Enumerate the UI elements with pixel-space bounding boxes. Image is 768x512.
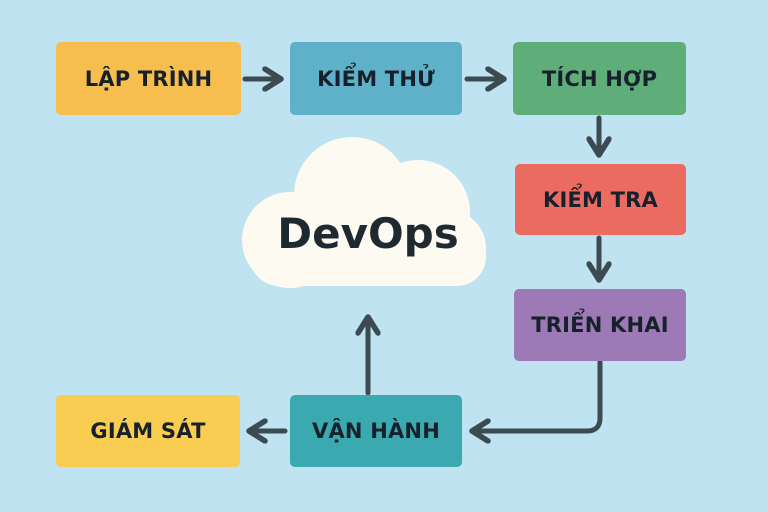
step-operate-label: VẬN HÀNH: [312, 419, 440, 443]
arrow-deploy-to-operate: [472, 359, 603, 431]
step-code-label: LẬP TRÌNH: [84, 66, 213, 91]
step-verify-label: KIỂM TRA: [543, 187, 658, 212]
step-code: LẬP TRÌNH: [56, 42, 241, 115]
step-test-label: KIỂM THỬ: [317, 66, 435, 91]
step-verify: KIỂM TRA: [515, 164, 686, 235]
step-deploy: TRIỂN KHAI: [514, 289, 686, 361]
step-monitor-label: GIÁM SÁT: [90, 419, 206, 443]
step-monitor: GIÁM SÁT: [56, 395, 240, 467]
devops-title: DevOps: [277, 208, 459, 258]
step-test: KIỂM THỬ: [290, 42, 462, 115]
step-operate: VẬN HÀNH: [290, 395, 462, 467]
step-integrate: TÍCH HỢP: [513, 42, 686, 115]
step-integrate-label: TÍCH HỢP: [541, 66, 658, 91]
step-deploy-label: TRIỂN KHAI: [531, 313, 669, 337]
